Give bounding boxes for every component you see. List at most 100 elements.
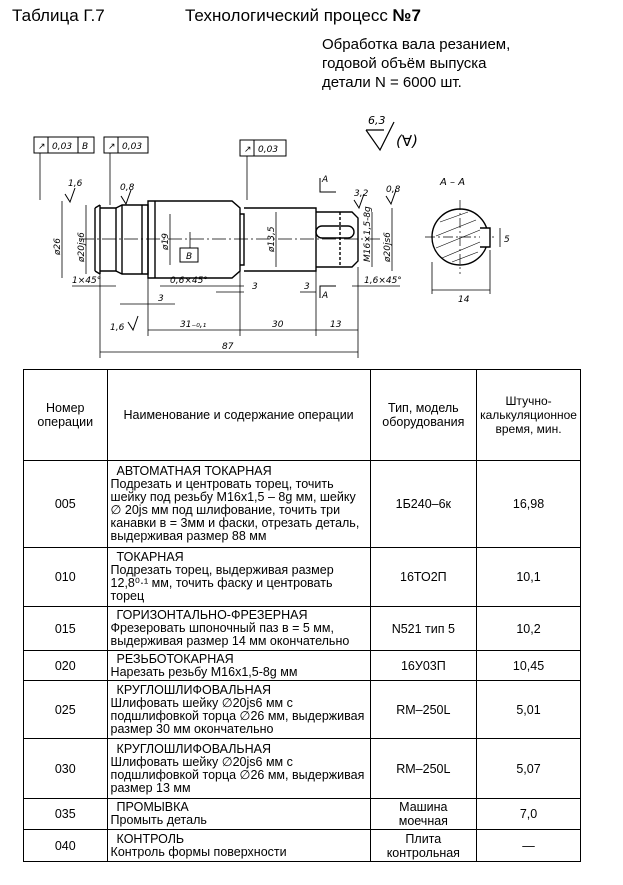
- op-equipment: RM–250L: [369, 738, 478, 799]
- dim-chamfer-right: 1,6×45°: [364, 276, 402, 286]
- section-label: А – А: [439, 177, 465, 188]
- op-text: Подрезать торец, выдерживая размер 12,8⁰…: [110, 563, 334, 603]
- op-text: Шлифовать шейку ∅20js6 мм с подшлифовкой…: [110, 754, 365, 795]
- subtitle-line-2: годовой объём выпуска: [322, 55, 487, 72]
- roughness-mark-4: 0,8: [386, 185, 401, 195]
- op-time: 5,07: [476, 738, 581, 799]
- tol-value-1: 0,03: [52, 142, 72, 152]
- tol-symbol-1: ↗: [38, 142, 46, 152]
- op-title: ГОРИЗОНТАЛЬНО-ФРЕЗЕРНАЯ: [116, 608, 308, 622]
- op-number: 040: [23, 829, 108, 862]
- op-equipment: 1Б240–6к: [369, 460, 478, 548]
- header-number: Номер операции: [23, 369, 108, 461]
- subtitle-line-3: детали N = 6000 шт.: [322, 74, 462, 91]
- op-time: 10,2: [476, 606, 581, 651]
- process-title-prefix: Технологический процесс: [185, 6, 393, 25]
- process-title: Технологический процесс №7: [185, 6, 421, 26]
- header-time: Штучно-калькуляционное время, мин.: [476, 369, 581, 461]
- op-number: 020: [23, 650, 108, 681]
- dim-chamfer-left: 1×45°: [72, 276, 101, 286]
- op-time: 5,01: [476, 680, 581, 739]
- operations-table: Номер операции Наименование и содержание…: [23, 369, 581, 862]
- op-number: 010: [23, 547, 108, 607]
- process-number: №7: [392, 6, 421, 25]
- roughness-mark-2: 0,8: [120, 183, 135, 193]
- dim-d20js6-left: ø20js6: [77, 232, 87, 263]
- op-title: КОНТРОЛЬ: [116, 831, 185, 846]
- header-name: Наименование и содержание операции: [106, 369, 371, 461]
- tol-value-3: 0,03: [258, 145, 278, 155]
- op-time: 10,1: [476, 547, 581, 607]
- shaft-left-end: [100, 207, 117, 272]
- header-equipment: Тип, модель оборудования: [369, 369, 478, 461]
- op-number: 005: [23, 460, 108, 548]
- op-text: Подрезать и центровать торец, точить шей…: [110, 477, 360, 543]
- op-equipment: Плита контрольная: [369, 829, 478, 862]
- dim-groove-right: 3: [304, 282, 310, 292]
- shaft-drawing: ↗ 0,03 B ↗ 0,03 ↗ 0,03 B 6,3 (∀) 1,6 0,8…: [33, 114, 510, 358]
- roughness-main: 6,3: [368, 114, 386, 127]
- roughness-mark-3: 3,2: [354, 189, 369, 199]
- section-marker-top: А: [321, 175, 328, 185]
- dim-section-14: 14: [458, 295, 470, 305]
- roughness-mark-5: 1,6: [110, 323, 125, 333]
- dim-groove-left: 3: [158, 294, 164, 304]
- op-text: Нарезать резьбу М16х1,5-8g мм: [110, 664, 298, 679]
- dim-len-13: 13: [330, 320, 342, 330]
- subtitle-line-1: Обработка вала резанием,: [322, 36, 511, 53]
- section-marker-bottom: А: [321, 291, 328, 301]
- dim-d20js6-right: ø20js6: [383, 232, 393, 263]
- op-time: —: [476, 829, 581, 862]
- dim-d13-5: ø13,5: [267, 226, 277, 253]
- tol-datum-1: B: [82, 142, 88, 152]
- op-time: 7,0: [476, 798, 581, 830]
- dim-d26: ø26: [53, 238, 63, 256]
- datum-label: B: [186, 252, 192, 262]
- roughness-mark-1: 1,6: [68, 179, 83, 189]
- op-number: 025: [23, 680, 108, 739]
- op-title: ПРОМЫВКА: [116, 800, 189, 814]
- tol-value-2: 0,03: [122, 142, 142, 152]
- op-title: КРУГЛОШЛИФОВАЛЬНАЯ: [116, 682, 272, 697]
- op-text: Промыть деталь: [110, 813, 207, 827]
- dim-len-30: 30: [272, 320, 284, 330]
- table-label: Таблица Г.7: [12, 6, 105, 25]
- op-time: 10,45: [476, 650, 581, 681]
- op-title: ТОКАРНАЯ: [116, 550, 184, 564]
- op-text: Шлифовать шейку ∅20js6 мм с подшлифовкой…: [110, 695, 365, 736]
- op-equipment: RM–250L: [369, 680, 478, 739]
- table-header-row: Номер операции Наименование и содержание…: [23, 369, 581, 461]
- dim-section-5: 5: [504, 235, 510, 245]
- tol-symbol-3: ↗: [244, 145, 252, 155]
- op-time: 16,98: [476, 460, 581, 548]
- dim-len-31: 31₋₀,₁: [180, 320, 207, 330]
- op-number: 030: [23, 738, 108, 799]
- roughness-note: (∀): [396, 132, 418, 150]
- op-equipment: 16ТО2П: [369, 547, 478, 607]
- op-number: 035: [23, 798, 108, 830]
- op-equipment: 16У03П: [369, 650, 478, 681]
- op-number: 015: [23, 606, 108, 651]
- dim-len-87: 87: [222, 342, 234, 352]
- op-title: АВТОМАТНАЯ ТОКАРНАЯ: [116, 464, 272, 478]
- tol-symbol-2: ↗: [108, 142, 116, 152]
- op-text: Фрезеровать шпоночный паз в = 5 мм, выде…: [110, 621, 350, 648]
- op-text: Контроль формы поверхности: [110, 844, 287, 859]
- dim-thread: M16×1,5-8g: [363, 206, 373, 262]
- op-equipment: Машина моечная: [369, 798, 478, 830]
- dim-groove-mid: 3: [252, 282, 258, 292]
